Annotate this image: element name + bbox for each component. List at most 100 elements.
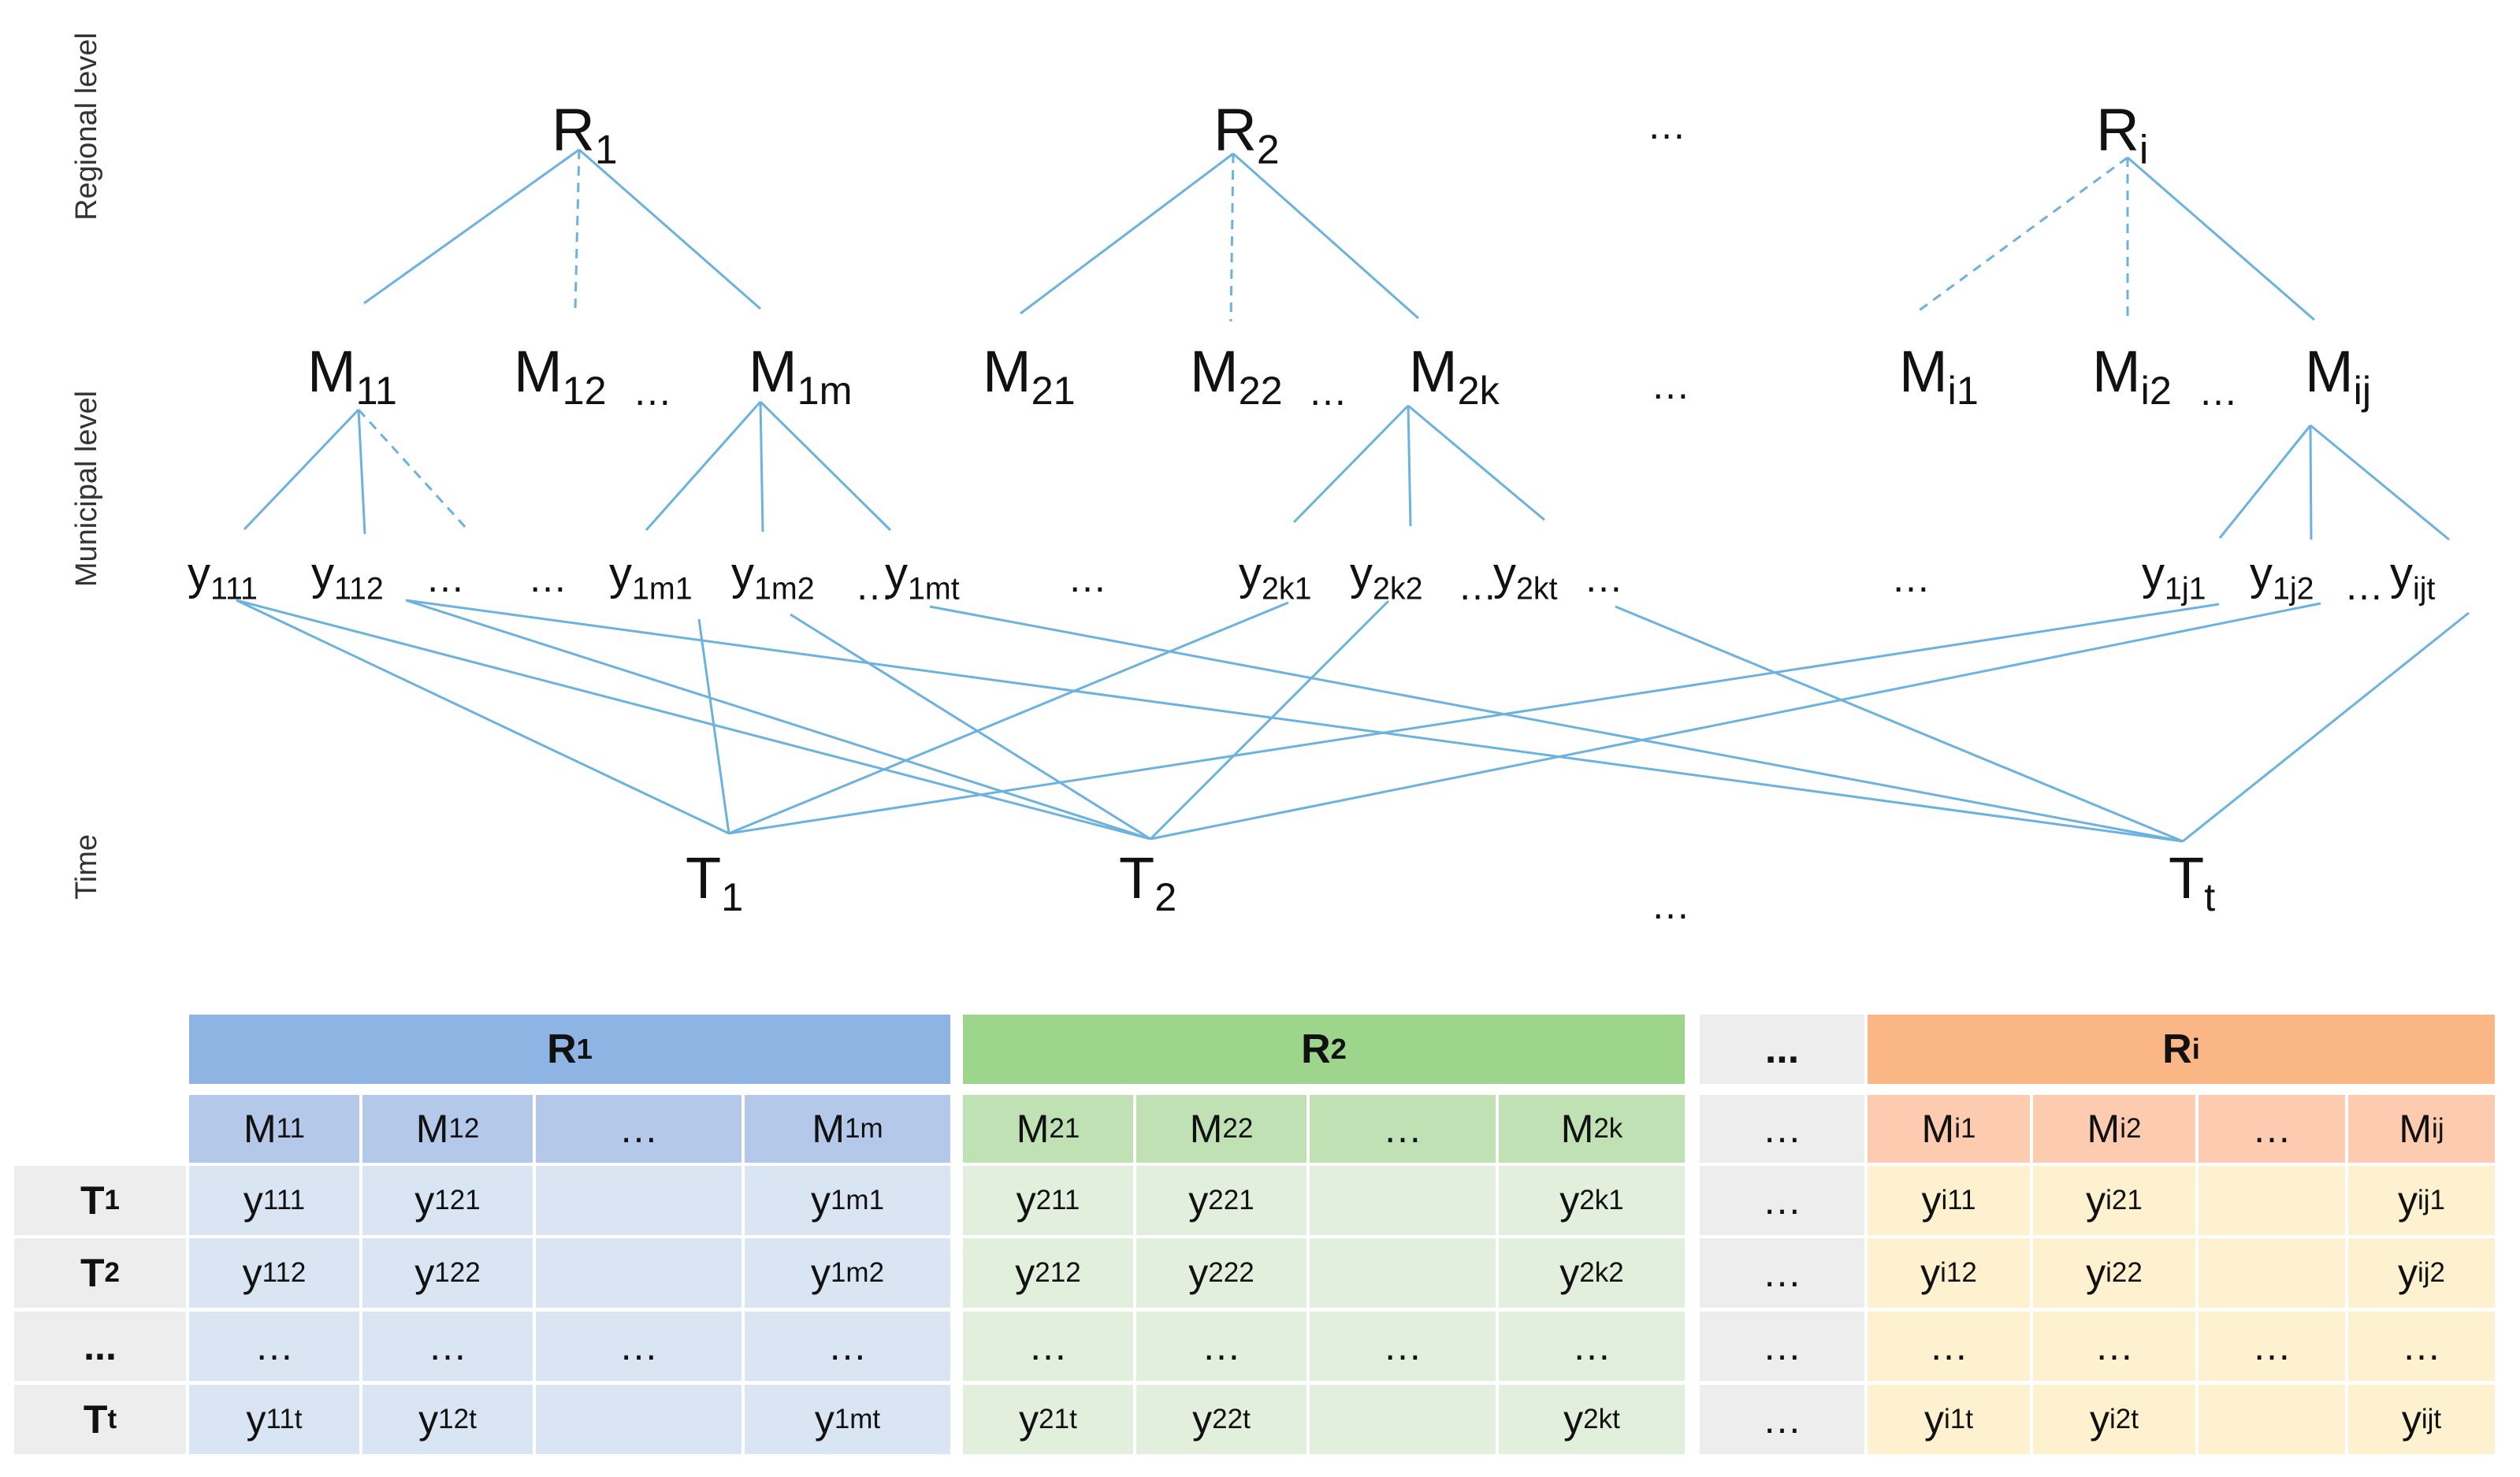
municipal-header-base: M [2087,1107,2120,1151]
municipal-header-base: M [2399,1107,2433,1151]
regional-subscript: 2 [1256,126,1280,173]
ellipsis-mark: … [1651,363,1692,407]
municipal-node-m21: M21 [983,343,1076,410]
observation-time-edge [790,613,1151,841]
municipal-header-subscript: 22 [1222,1113,1254,1144]
observation-cell-base: y [242,1251,262,1295]
observation-subscript: 1mt [908,571,960,607]
observation-cell: … [189,1312,359,1381]
observation-time-edge [236,599,1151,841]
observation-subscript: 2kt [1516,571,1558,607]
region-municipal-edge [1229,153,1235,322]
ellipsis-mark: … [426,556,466,600]
regional-base: R [2096,97,2139,164]
observation-node-y1mt: y1mt [885,551,960,605]
observation-base: y [1493,548,1516,599]
observation-time-edge [697,618,730,834]
ellipsis-mark: … [855,564,896,608]
region-municipal-edge [1232,152,1419,320]
observation-cell-base: y [1559,1251,1580,1295]
municipal-subscript: 1m [797,368,853,414]
municipal-base: M [983,339,1031,404]
municipal-header-subscript: 2k [1593,1113,1623,1144]
municipal-observation-edge [2218,425,2312,539]
municipal-subscript: 22 [1238,368,1283,414]
observation-cell-base: y [2090,1397,2110,1442]
observation-cell [536,1238,742,1308]
municipal-header-subscript: ij [2432,1113,2444,1144]
observation-subscript: 2k1 [1262,571,1312,607]
observation-cell-subscript: i1t [1944,1404,1973,1434]
observation-cell-subscript: i11 [1941,1185,1976,1215]
region-municipal-edge [1020,152,1234,315]
observation-cell-subscript: 1m1 [830,1185,885,1215]
regional-subscript: i [2139,126,2149,173]
municipal-header-base: M [1189,1107,1223,1151]
ellipsis-cell: … [1700,1312,1864,1381]
observation-cell [1310,1385,1496,1454]
observation-time-edge [728,603,2220,835]
municipal-observation-edge [759,401,764,533]
region-header-subscript: 1 [576,1033,593,1065]
municipal-observation-edge [357,408,469,531]
observation-time-edge [1615,605,2184,843]
ellipsis-mark: … [528,556,569,600]
ellipsis-mark: … [1308,369,1349,414]
region-header-subscript: i [2191,1033,2200,1065]
municipal-observation-edge [243,408,360,531]
region-municipal-edge [574,149,581,310]
observation-cell-base: y [414,1251,435,1295]
municipal-header-subscript: i1 [1954,1113,1976,1144]
municipal-base: M [2305,339,2354,404]
region-header-base: R [547,1026,577,1072]
municipal-header: … [536,1095,742,1163]
observation-cell-base: y [1015,1251,1035,1295]
observation-cell-subscript: 212 [1035,1257,1081,1288]
observation-node-y2kt: y2kt [1493,551,1558,605]
observation-cell-base: y [814,1397,834,1442]
observation-cell-subscript: i22 [2106,1257,2143,1288]
observation-cell-base: y [243,1178,263,1223]
municipal-header-base: M [1016,1107,1050,1151]
ellipsis-mark: … [1458,564,1499,608]
municipal-header-base: M [812,1107,846,1151]
ellipsis-cell: … [1700,1385,1864,1454]
time-subscript: t [2204,874,2216,920]
observation-cell-subscript: 21t [1039,1404,1077,1434]
observation-cell-base: y [1559,1178,1580,1223]
municipal-node-m11: M11 [307,343,397,410]
municipal-header-subscript: 1m [845,1113,883,1144]
observation-cell-subscript: 11t [266,1404,303,1434]
time-row-header-subscript: 1 [104,1185,120,1215]
ellipsis-cell: … [1700,1166,1864,1235]
observation-cell: … [745,1312,950,1381]
ellipsis-mark: … [1068,556,1109,600]
observation-base: y [1350,548,1373,599]
observation-cell-subscript: 111 [262,1185,306,1215]
regional-node-r1: R1 [552,101,618,170]
municipal-subscript: 2k [1457,368,1500,414]
observation-cell: … [2348,1312,2495,1381]
observation-cell-base: y [1920,1251,1941,1295]
observation-cell-base: y [1019,1397,1039,1442]
observation-cell-subscript: 221 [1208,1185,1254,1215]
regional-base: R [552,97,595,164]
observation-cell: … [1499,1312,1685,1381]
ellipsis-mark: … [1584,556,1625,600]
observation-cell-subscript: ij1 [2417,1185,2446,1215]
observation-cell-subscript: i12 [1940,1257,1977,1288]
observation-node-yijt: yijt [2390,551,2435,605]
